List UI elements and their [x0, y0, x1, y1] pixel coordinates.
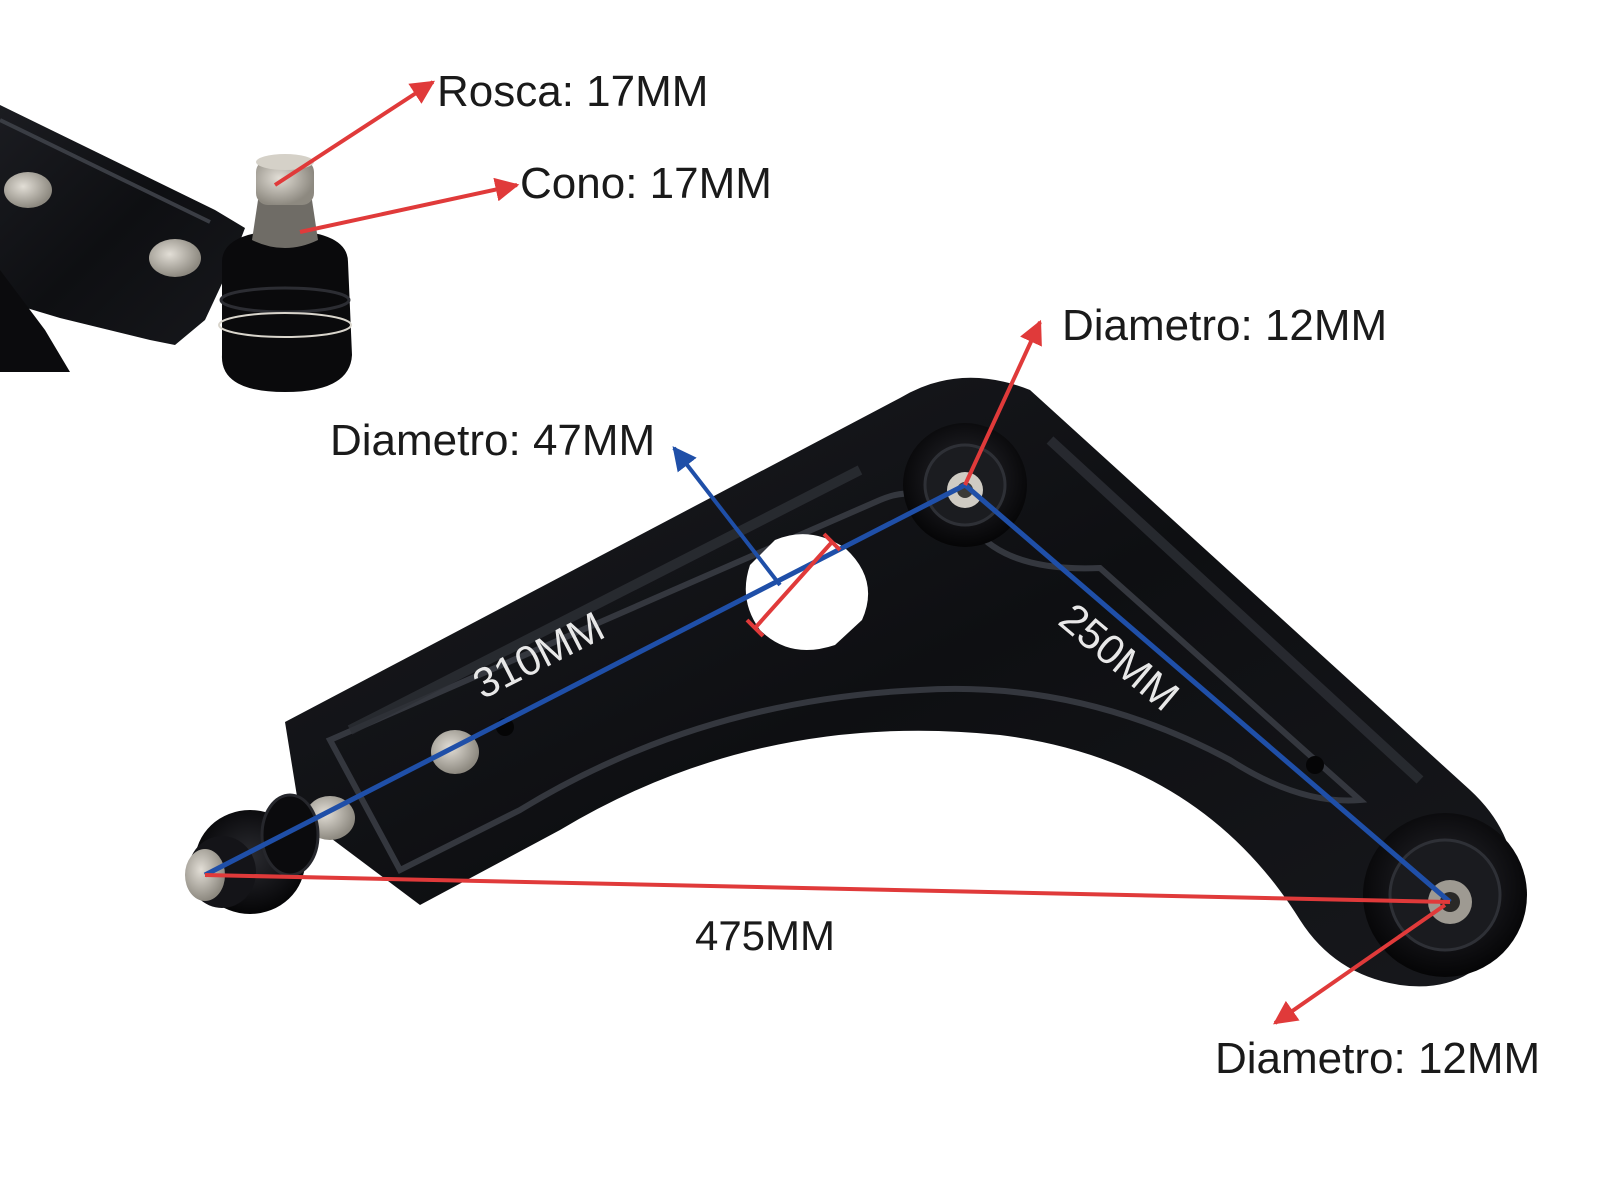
top-bushing-leader-arrow — [963, 319, 1042, 486]
tick-mark-icon — [745, 618, 765, 638]
hole-diameter-leader — [672, 446, 782, 587]
inset-arm-strip — [0, 105, 245, 345]
inset-arm-edge — [0, 118, 211, 224]
inset-arm-lower-lip — [0, 270, 70, 372]
hole-diameter-line — [753, 540, 834, 630]
dimension-line-475 — [204, 873, 1451, 904]
ball-joint — [185, 793, 320, 914]
arm-small-hole — [1306, 756, 1324, 774]
inset-rivet — [4, 172, 52, 208]
rosca-leader-arrow — [273, 80, 436, 187]
hole-diameter-annotation — [672, 446, 842, 638]
inset-stud-top — [256, 154, 314, 170]
rosca-label: Rosca: 17MM — [437, 67, 708, 116]
inset-rivet — [149, 239, 201, 277]
dimension-475: 475MM — [204, 873, 1451, 959]
rear-bushing-diameter-label: Diametro: 12MM — [1215, 1034, 1540, 1083]
control-arm — [285, 377, 1515, 987]
inset-boot-ring — [218, 312, 352, 338]
control-arm-highlight — [1046, 436, 1424, 784]
dimension-line-250 — [963, 483, 1452, 904]
control-arm-highlight — [347, 465, 863, 735]
inset-cone-stud — [252, 200, 318, 248]
cono-leader-arrow — [299, 177, 520, 234]
cono-label: Cono: 17MM — [520, 159, 772, 208]
control-arm-body — [285, 377, 1515, 987]
tick-mark-icon — [822, 532, 842, 552]
rear-bushing-leader-arrow — [1273, 903, 1447, 1025]
ball-joint-inset — [0, 105, 352, 392]
top-bushing-diameter-label: Diametro: 12MM — [1062, 301, 1387, 350]
hole-diameter-label: Diametro: 47MM — [330, 416, 655, 465]
dimension-label-475: 475MM — [695, 912, 835, 959]
arm-center-hole — [745, 534, 869, 650]
